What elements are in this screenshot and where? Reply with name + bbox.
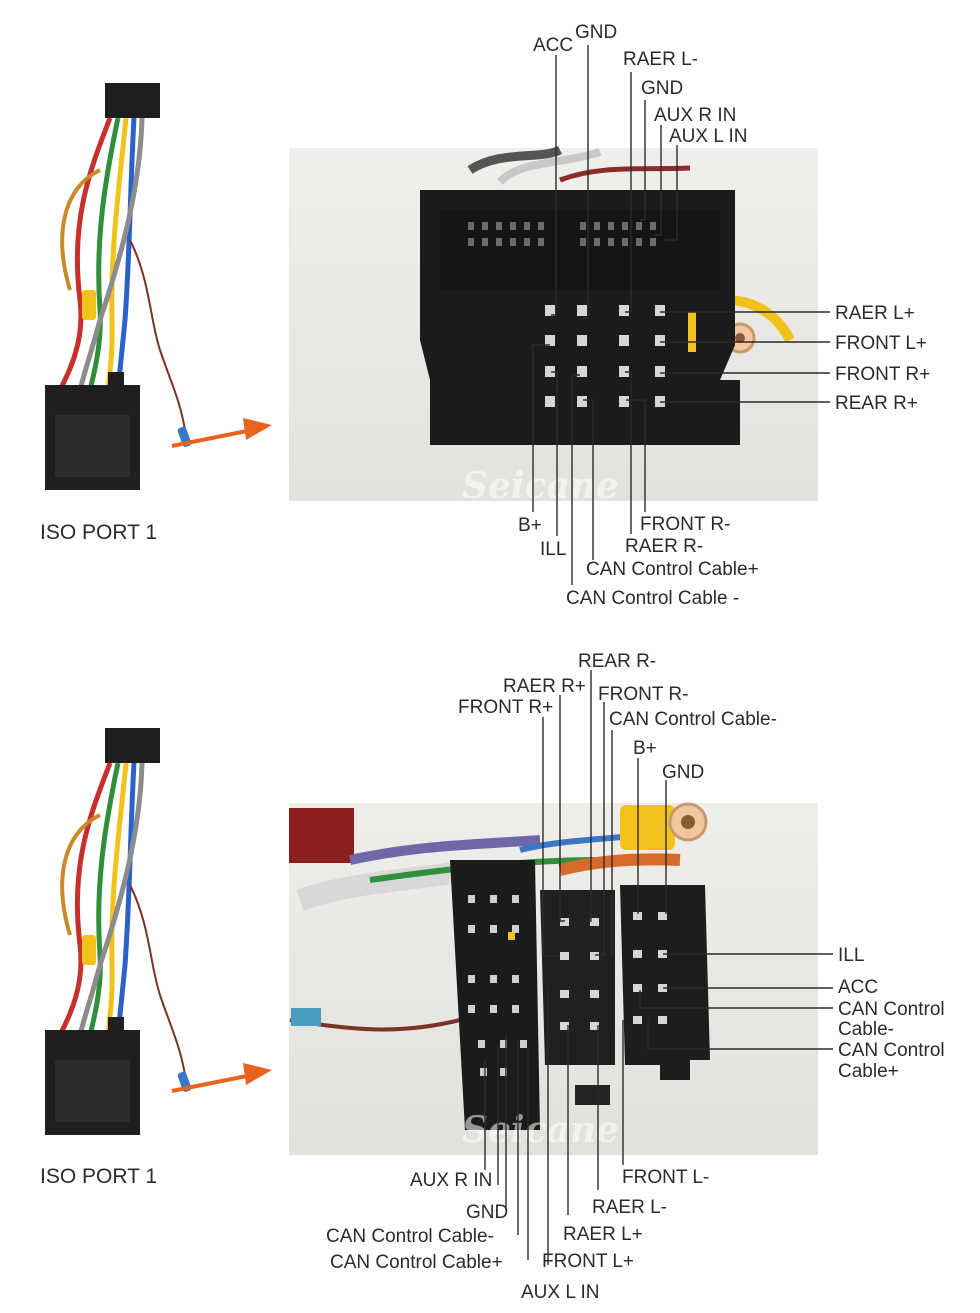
label-can-control-minus-line1: CAN Control [838, 999, 945, 1020]
caption-iso-port-top: ISO PORT 1 [40, 521, 157, 544]
label-can-control-cable-plus-bottom: CAN Control Cable+ [330, 1252, 503, 1273]
label-can-control-cable-minus-bottom: CAN Control Cable- [326, 1226, 494, 1247]
caption-iso-port-bottom: ISO PORT 1 [40, 1165, 157, 1188]
label-front-l-plus: FRONT L+ [835, 333, 927, 354]
label-raer-l-plus: RAER L+ [563, 1224, 643, 1245]
label-ill: ILL [540, 539, 566, 560]
label-acc: ACC [533, 35, 573, 56]
leader-lines-bottom [484, 670, 833, 1265]
label-front-r-minus: FRONT R- [598, 684, 688, 705]
label-aux-l-in: AUX L IN [521, 1282, 600, 1303]
label-front-l-plus: FRONT L+ [542, 1251, 634, 1272]
label-can-control-plus-line2: Cable+ [838, 1061, 899, 1082]
label-can-control-minus-line2: Cable- [838, 1019, 894, 1040]
label-can-control-cable-plus: CAN Control Cable+ [586, 559, 759, 580]
arrow-bottom [171, 1063, 272, 1093]
label-can-control-cable-minus: CAN Control Cable - [566, 588, 739, 609]
label-gnd: GND [575, 22, 617, 43]
label-aux-r-in: AUX R IN [654, 105, 736, 126]
bottom-panel: ISO PORT 1 [40, 651, 945, 1303]
label-gnd-bottom: GND [466, 1202, 508, 1223]
watermark-bottom: Seicane [462, 1109, 619, 1151]
label-raer-l-plus: RAER L+ [835, 303, 915, 324]
label-raer-r-minus: RAER R- [625, 536, 703, 557]
harness-thumbnail-bottom [45, 728, 192, 1135]
arrow-top [171, 418, 272, 448]
labels-bottom: REAR R- RAER R+ FRONT R+ FRONT R- CAN Co… [326, 651, 945, 1303]
label-front-r-plus: FRONT R+ [458, 697, 553, 718]
watermark-top: Seicane [462, 465, 619, 507]
label-front-r-plus: FRONT R+ [835, 364, 930, 385]
label-rear-r-minus: REAR R- [578, 651, 656, 672]
connector-photo-top [289, 145, 818, 501]
labels-top: ACC GND RAER L- GND AUX R IN AUX L IN RA… [518, 22, 930, 609]
label-b-plus: B+ [518, 515, 542, 536]
connector-photo-bottom [289, 802, 818, 1155]
label-can-control-plus-line1: CAN Control [838, 1040, 945, 1061]
label-aux-r-in: AUX R IN [410, 1170, 492, 1191]
label-ill: ILL [838, 945, 864, 966]
harness-thumbnail-top [45, 83, 192, 490]
label-aux-l-in: AUX L IN [669, 126, 748, 147]
label-rear-r-plus: REAR R+ [835, 393, 918, 414]
label-gnd: GND [662, 762, 704, 783]
label-raer-l-minus: RAER L- [592, 1197, 667, 1218]
top-panel: ISO PORT 1 [40, 22, 930, 609]
label-raer-l-minus: RAER L- [623, 49, 698, 70]
label-front-r-minus: FRONT R- [640, 514, 730, 535]
label-front-l-minus: FRONT L- [622, 1167, 709, 1188]
label-can-control-cable-minus: CAN Control Cable- [609, 709, 777, 730]
label-acc: ACC [838, 977, 878, 998]
leader-lines-top [532, 45, 830, 585]
label-gnd: GND [641, 78, 683, 99]
label-raer-r-plus: RAER R+ [503, 676, 586, 697]
label-b-plus: B+ [633, 738, 657, 759]
